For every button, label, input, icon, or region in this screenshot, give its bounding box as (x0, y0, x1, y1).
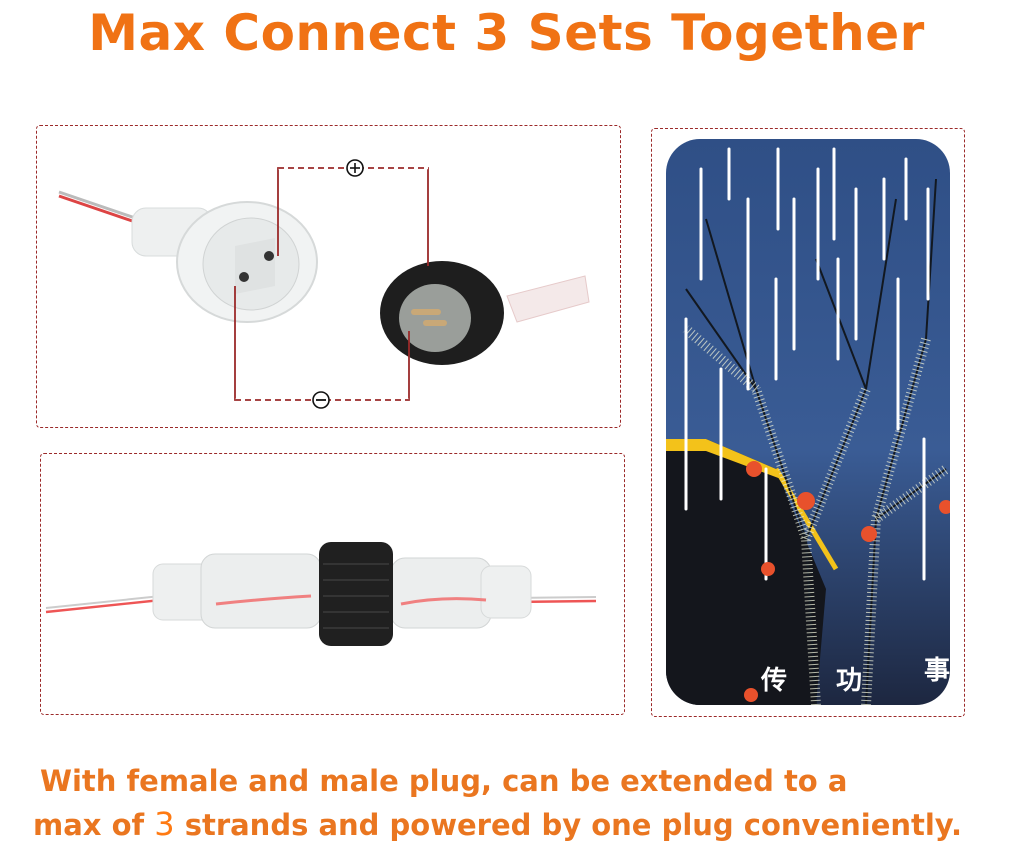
caption-line-1: With female and male plug, can be extend… (40, 764, 848, 798)
meteor-shower-lights-photo: 传 功 事 (666, 139, 950, 705)
strand-count: 3 (154, 805, 175, 843)
signage-char-2: 功 (836, 666, 862, 696)
headline-title: Max Connect 3 Sets Together (88, 4, 925, 62)
signage-char-3: 事 (924, 656, 950, 686)
signage-char-1: 传 (760, 666, 787, 696)
tree-scene: 传 功 事 (666, 147, 950, 705)
connected-plugs-panel (40, 453, 625, 715)
caption-line-2: max of 3 strands and powered by one plug… (33, 806, 1013, 843)
caption-line-2-start: max of (33, 808, 155, 842)
tree-lights-photo-panel: 传 功 事 (651, 128, 965, 717)
plug-illustration (58, 159, 590, 409)
caption-line-2-end: strands and powered by one plug convenie… (174, 808, 963, 842)
joined-connector-illustration (45, 542, 597, 646)
connector-pins-panel (36, 125, 621, 428)
